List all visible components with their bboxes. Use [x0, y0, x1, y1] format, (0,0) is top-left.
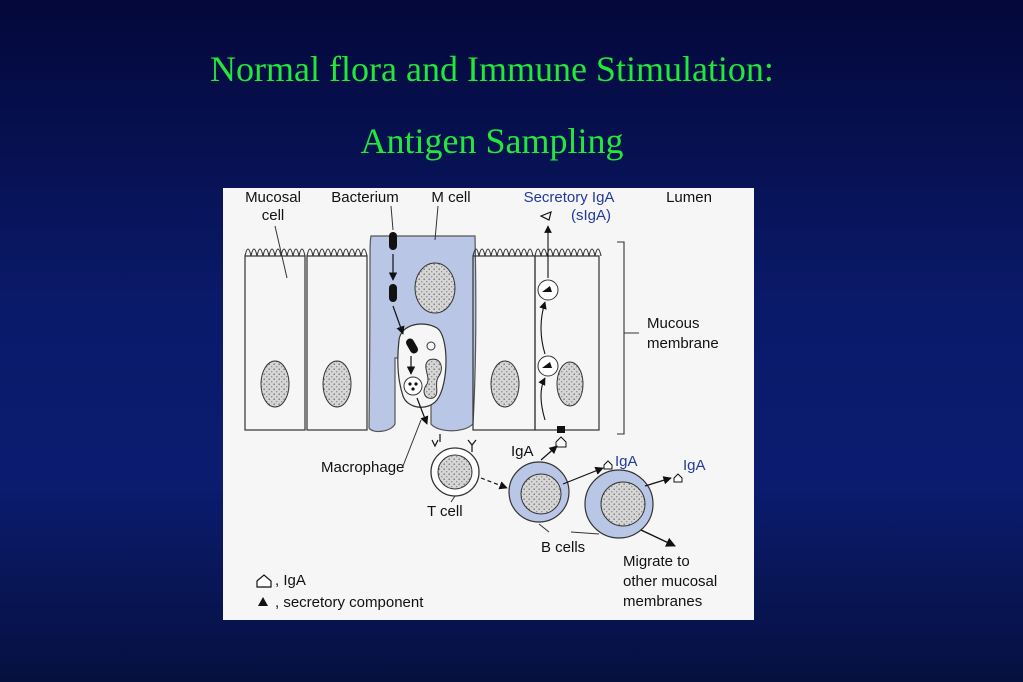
- label-t-cell: T cell: [427, 503, 463, 520]
- iga-pentagon: [603, 460, 613, 470]
- vesicle: [426, 341, 436, 351]
- bacterium: [389, 284, 397, 302]
- label-iga-blue-2: IgA: [683, 457, 706, 474]
- triangle-icon: [258, 597, 268, 606]
- label-m-cell: M cell: [431, 189, 470, 206]
- legend: , IgA , secretory component: [256, 572, 424, 611]
- poly-ig-receptor: [557, 426, 565, 433]
- label-mucosal-cell-2: cell: [262, 207, 285, 224]
- mucous-membrane-bracket: [617, 241, 625, 435]
- label-macrophage: Macrophage: [321, 459, 404, 476]
- label-secretory-iga: Secretory IgA: [524, 189, 615, 206]
- label-mucosal-cell-1: Mucosal: [245, 189, 301, 206]
- iga-pentagon: [555, 436, 567, 448]
- label-b-cells: B cells: [541, 539, 585, 556]
- nucleus: [490, 360, 520, 408]
- nucleus: [414, 262, 456, 314]
- microvilli: [244, 248, 602, 257]
- legend-iga: , IgA: [275, 572, 306, 589]
- macrophage-body: [423, 358, 442, 399]
- antigen-sampling-diagram: Mucosal cell Bacterium M cell Secretory …: [223, 188, 754, 620]
- siga-icon: [539, 211, 552, 221]
- label-mucous: Mucous: [647, 315, 700, 332]
- label-migrate-2: other mucosal: [623, 573, 717, 590]
- label-iga: IgA: [511, 443, 534, 460]
- label-lumen: Lumen: [666, 189, 712, 206]
- pentagon-icon: [256, 574, 272, 588]
- nucleus: [322, 360, 352, 408]
- bacterium: [406, 338, 418, 354]
- legend-secretory-component: , secretory component: [275, 594, 424, 611]
- slide-title: Normal flora and Immune Stimulation:: [210, 49, 774, 89]
- label-migrate-1: Migrate to: [623, 553, 690, 570]
- label-migrate-3: membranes: [623, 593, 702, 610]
- nucleus: [556, 361, 584, 407]
- bacterium: [389, 232, 397, 250]
- label-iga-blue-1: IgA: [615, 453, 638, 470]
- nucleus: [260, 360, 290, 408]
- iga-pentagon: [673, 473, 683, 483]
- slide-subtitle: Antigen Sampling: [360, 121, 624, 161]
- label-membrane: membrane: [647, 335, 719, 352]
- mucosal-cell-4: [534, 255, 600, 431]
- label-bacterium: Bacterium: [331, 189, 399, 206]
- label-siga: (sIgA): [571, 207, 611, 224]
- phagosome: [403, 376, 423, 396]
